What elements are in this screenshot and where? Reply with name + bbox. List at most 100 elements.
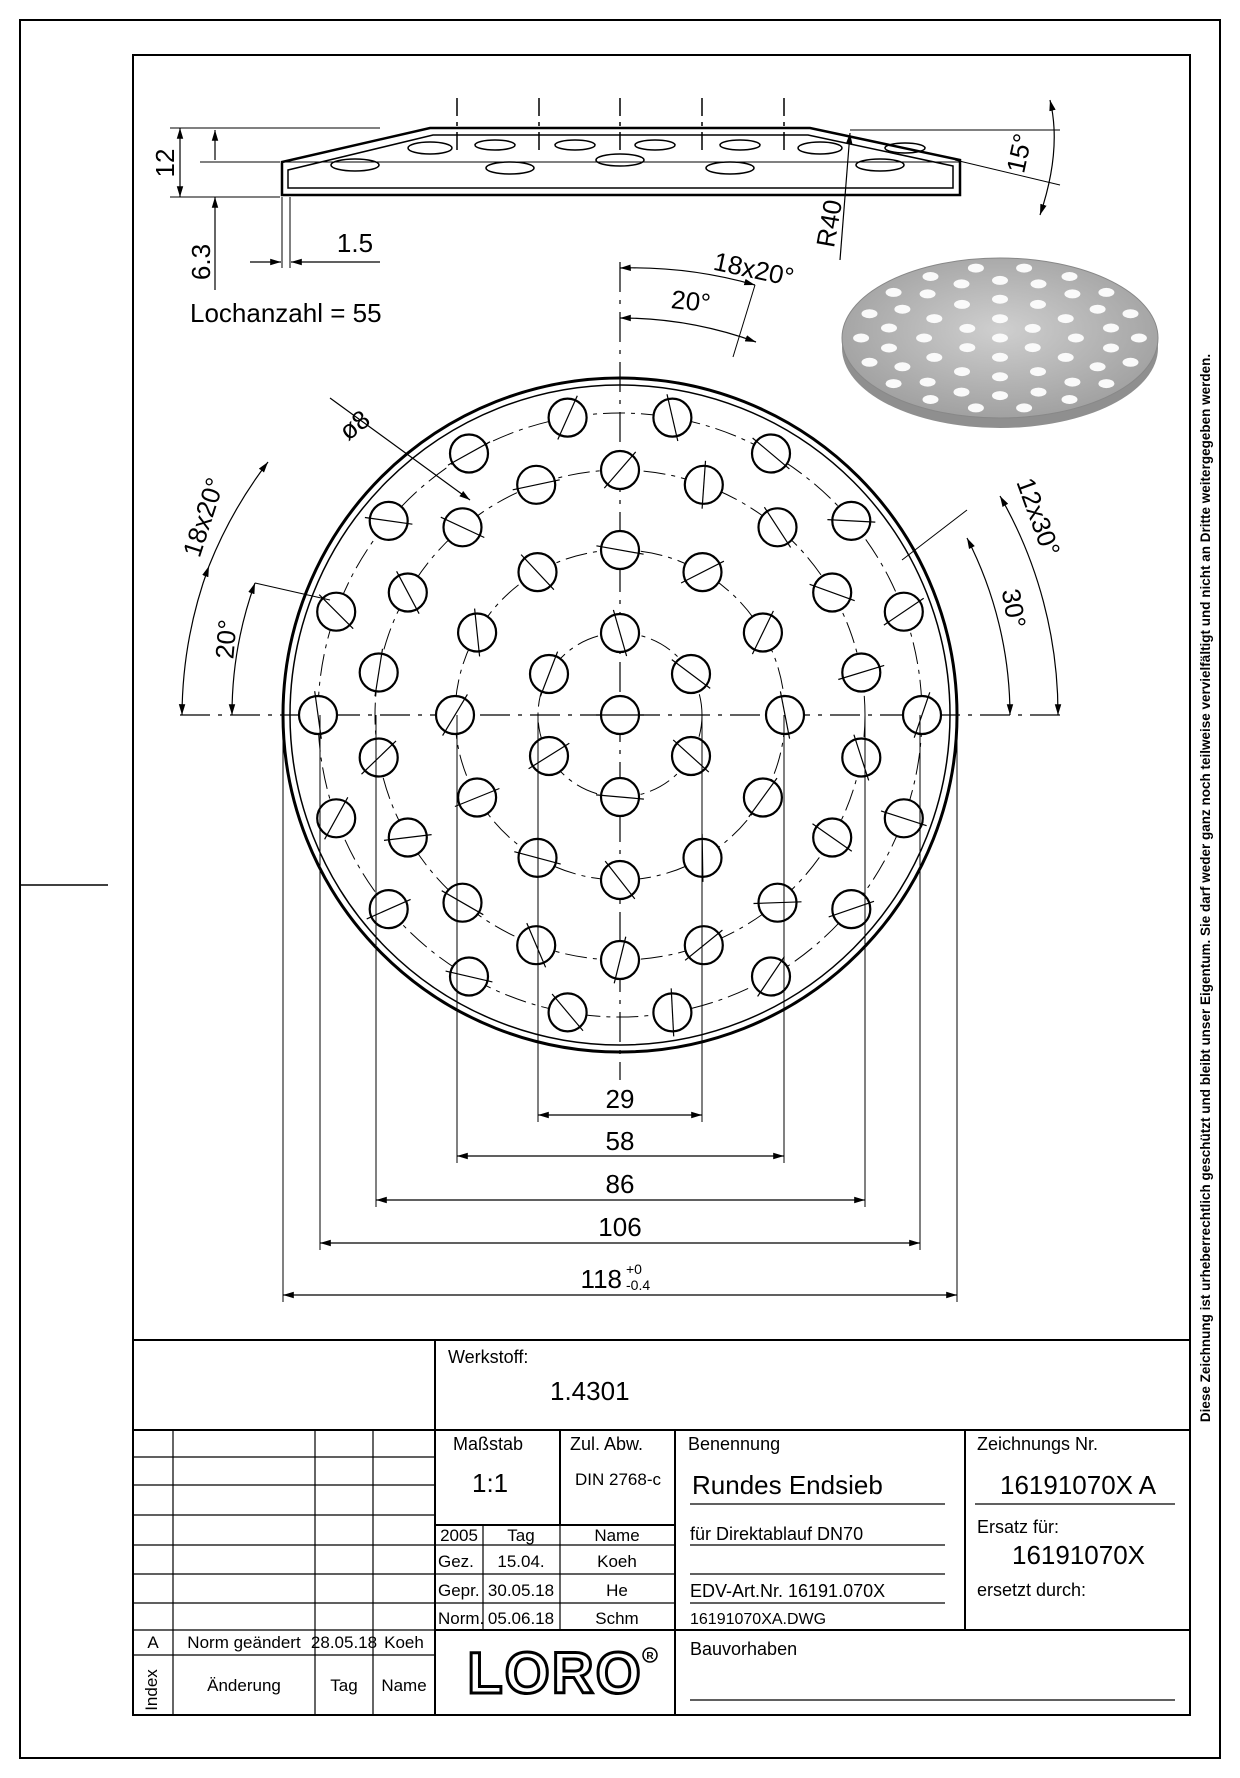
hole-centerline <box>441 890 484 916</box>
iso-hole <box>894 362 911 372</box>
iso-hole <box>1122 357 1139 367</box>
hole-centerline <box>812 823 853 852</box>
angle-left-label: 20° <box>209 618 242 660</box>
loro-logo: LORO R <box>466 1640 658 1708</box>
linear-dimensions <box>282 715 958 1302</box>
pitch-top-label: 18x20° <box>711 246 797 292</box>
iso-hole <box>992 333 1008 343</box>
name-label: Benennung <box>688 1434 780 1454</box>
rev-name-header: Name <box>381 1676 426 1695</box>
logo-text: LORO <box>467 1641 643 1706</box>
registered-mark: R <box>646 1651 654 1662</box>
iso-hole <box>919 377 936 387</box>
hole-centerline <box>666 394 679 442</box>
hole-centerline <box>883 597 925 626</box>
iso-hole <box>926 352 943 362</box>
rev-name: Koeh <box>384 1633 424 1652</box>
project-label: Bauvorhaben <box>690 1639 797 1659</box>
pitch-left-label: 18x20° <box>177 474 231 561</box>
hole-centerline <box>828 900 875 918</box>
dim-118-tol-lower: -0.4 <box>626 1277 650 1293</box>
hole-centerline <box>551 993 584 1032</box>
tolerance-value: DIN 2768-c <box>575 1470 661 1489</box>
rev-change: Norm geändert <box>187 1633 301 1652</box>
dim-thickness-label: 1.5 <box>337 228 373 258</box>
section-view <box>170 98 1061 290</box>
angle-dimensions <box>178 264 1062 716</box>
copyright-note: Diese Zeichnung ist urheberrechtlich ges… <box>1198 354 1213 1422</box>
hole-centerline <box>680 560 725 584</box>
dim-86-label: 86 <box>606 1169 635 1199</box>
iso-hole <box>1064 289 1081 299</box>
day-col-label: Tag <box>507 1526 534 1545</box>
iso-hole <box>881 343 897 353</box>
rev-index-header: Index <box>142 1669 161 1711</box>
hole-centerline <box>684 929 723 961</box>
hole-centerline <box>671 659 711 689</box>
hole-centerline <box>445 970 493 983</box>
iso-hole <box>992 314 1008 324</box>
iso-hole <box>992 294 1008 304</box>
hole-centerline <box>604 860 636 900</box>
hole-centerline <box>447 441 491 466</box>
hole-centerline <box>366 898 411 920</box>
material-value: 1.4301 <box>550 1376 630 1406</box>
rev-change-header: Änderung <box>207 1676 281 1695</box>
hole-centerline <box>440 516 485 539</box>
iso-hole <box>926 314 943 324</box>
hole-centerline <box>913 692 931 738</box>
hole-centerline <box>672 739 710 773</box>
iso-hole <box>959 323 976 333</box>
isometric-preview <box>841 257 1159 428</box>
dim-58-label: 58 <box>606 1126 635 1156</box>
iso-hole <box>881 323 897 333</box>
iso-hole <box>922 395 939 404</box>
iso-hole <box>1016 263 1033 273</box>
hole-centerline <box>763 506 792 548</box>
rev-index: A <box>147 1633 159 1652</box>
dim-29-label: 29 <box>606 1084 635 1114</box>
norm-label: Norm. <box>438 1609 484 1628</box>
dim-angle-15-label: 15° <box>1000 131 1038 176</box>
hole-centerline <box>809 583 855 602</box>
name-line2: für Direktablauf DN70 <box>690 1524 863 1544</box>
hole-centerline <box>751 610 774 655</box>
hole-centerline <box>318 594 354 630</box>
iso-hole <box>1061 395 1078 404</box>
outer-frame <box>19 19 1221 1759</box>
norm-date: 05.06.18 <box>488 1609 554 1628</box>
iso-hole <box>1067 333 1084 343</box>
hole-centerline <box>613 936 627 984</box>
iso-hole <box>1024 323 1041 333</box>
hole-centerline <box>364 516 413 525</box>
hole-centerline <box>603 451 637 489</box>
scale-label: Maßstab <box>453 1434 523 1454</box>
iso-hole <box>1103 323 1119 333</box>
iso-hole <box>922 272 939 281</box>
hole-centerline <box>827 519 876 523</box>
replaces-label: Ersatz für: <box>977 1517 1059 1537</box>
dim-rim-height-label: 6.3 <box>186 244 216 280</box>
hole-centerline <box>396 571 420 614</box>
iso-hole <box>1122 309 1139 319</box>
iso-hole <box>1030 367 1046 377</box>
iso-hole <box>953 387 970 397</box>
scale-value: 1:1 <box>472 1468 508 1498</box>
hole-centerline <box>612 609 628 657</box>
dim-radius-label: R40 <box>810 197 848 249</box>
rev-date: 28.05.18 <box>311 1633 377 1652</box>
iso-hole <box>1103 343 1119 353</box>
material-label: Werkstoff: <box>448 1347 528 1367</box>
hole-centerline <box>442 694 468 736</box>
hole-centerline <box>752 437 790 470</box>
iso-hole <box>1061 272 1078 281</box>
iso-hole <box>992 275 1008 285</box>
year: 2005 <box>440 1526 478 1545</box>
drawing-no-label: Zeichnungs Nr. <box>977 1434 1098 1454</box>
drawn-date: 15.04. <box>497 1552 544 1571</box>
iso-hole <box>1064 377 1081 387</box>
dim-106-label: 106 <box>598 1212 641 1242</box>
iso-hole <box>1030 299 1046 309</box>
iso-hole <box>1098 379 1115 389</box>
iso-hole <box>1057 352 1074 362</box>
